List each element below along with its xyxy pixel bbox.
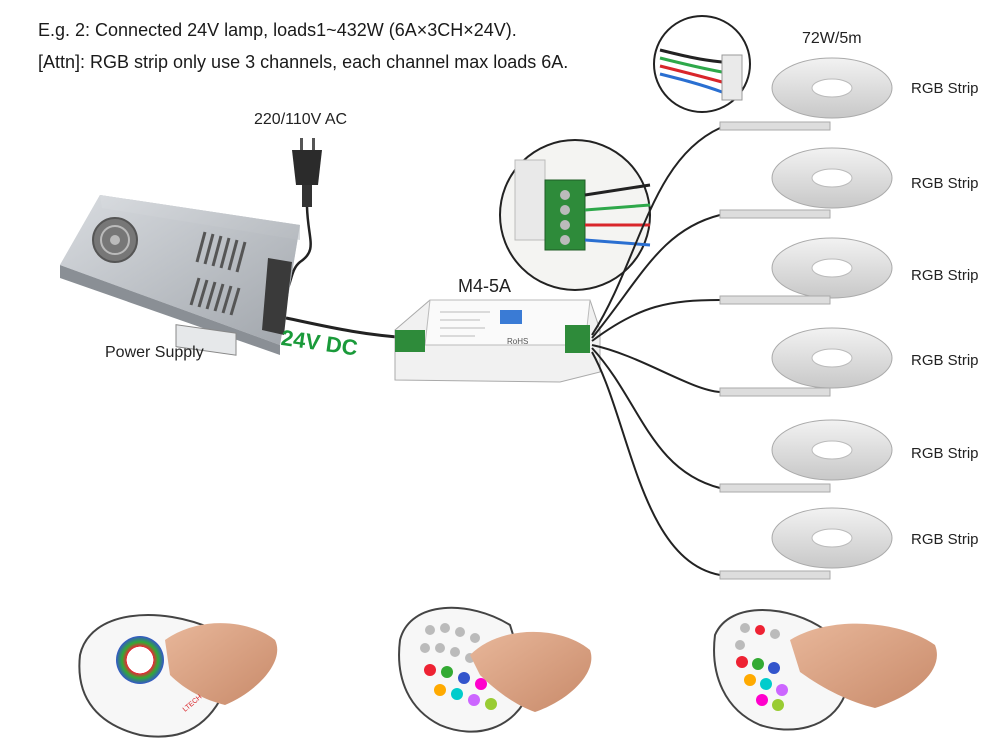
- power-supply-image: [60, 195, 300, 356]
- wiring-zoom-icon: [653, 15, 751, 113]
- strip-label-3: RGB Strip: [911, 267, 979, 284]
- header-line-1: E.g. 2: Connected 24V lamp, loads1~432W …: [38, 20, 517, 40]
- header-line-2: [Attn]: RGB strip only use 3 channels, e…: [38, 52, 569, 72]
- connector-zoom-icon: [499, 139, 651, 291]
- remote-control-image: LTECH: [78, 606, 937, 738]
- strip-label-4: RGB Strip: [911, 352, 979, 369]
- ac-label: 220/110V AC: [254, 111, 348, 128]
- power-plug-icon: [292, 138, 322, 207]
- rgb-strip-reel-image: [719, 57, 893, 580]
- strip-label-2: RGB Strip: [911, 175, 979, 192]
- controller-cert-mark: RoHS: [507, 337, 528, 346]
- controller-label: M4-5A: [458, 276, 512, 296]
- strip-power-label: 72W/5m: [802, 30, 862, 47]
- output-cables: [591, 127, 721, 576]
- strip-label-1: RGB Strip: [911, 80, 979, 97]
- power-supply-label: Power Supply: [105, 344, 204, 361]
- strip-label-6: RGB Strip: [911, 531, 979, 548]
- strip-label-5: RGB Strip: [911, 445, 979, 462]
- dc-cable: [285, 316, 411, 340]
- controller-image: RoHS: [394, 299, 601, 383]
